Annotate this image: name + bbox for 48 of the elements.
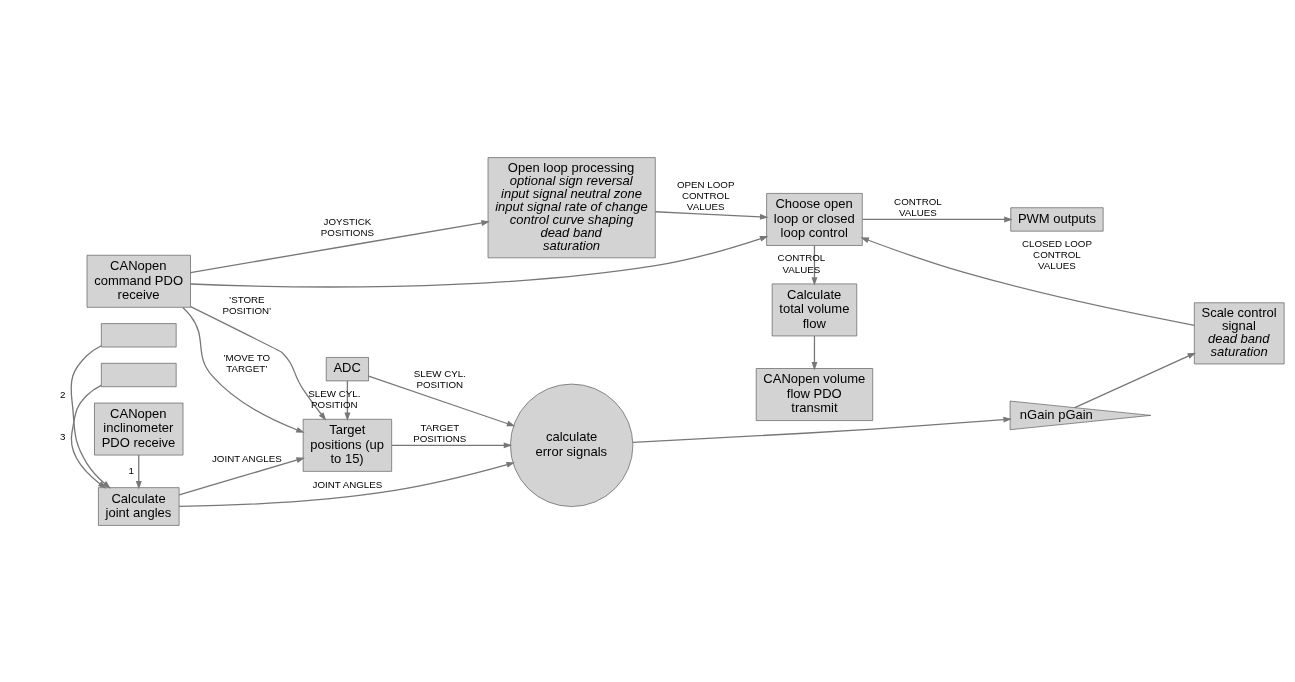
edge-label: CLOSED LOOP CONTROL VALUES — [1022, 237, 1092, 271]
node-circle: calculate error signals — [510, 383, 634, 507]
node-box: ADC — [325, 356, 369, 381]
node-box: PWM outputs — [1010, 206, 1104, 231]
arrow — [811, 244, 818, 286]
node-box: Choose open loop or closed loop control — [766, 192, 863, 246]
edge-label: JOYSTICK POSITIONS — [320, 215, 374, 238]
node-box: Scale control signal dead band saturation — [1194, 301, 1285, 364]
arrow — [189, 235, 769, 288]
arrow — [190, 305, 327, 421]
edge-label: CONTROL VALUES — [777, 251, 826, 274]
arrow — [135, 453, 142, 490]
arrow — [70, 344, 111, 489]
edge-label: JOINT ANGLES — [211, 452, 282, 464]
edge-label: OPEN LOOP CONTROL VALUES — [677, 178, 735, 212]
edge-label: SLEW CYL. POSITION — [413, 367, 466, 390]
edge-label: ’STORE POSITION’ — [222, 293, 272, 316]
node-box — [101, 362, 177, 387]
arrow — [811, 334, 818, 370]
arrow — [344, 379, 351, 421]
arrow — [632, 416, 1012, 443]
node-box: Open loop processing optional sign reversal input signal neutral zone input signal rate of change control curve shaping dead band saturation — [487, 156, 656, 258]
arrow — [654, 210, 769, 220]
node-box — [101, 322, 177, 347]
edge-label: 2 — [59, 388, 66, 400]
arrow — [189, 219, 490, 273]
node-box: CANopen inclinometer PDO receive — [94, 402, 184, 455]
edge-label: CONTROL VALUES — [894, 195, 942, 218]
node-box: Calculate total volume flow — [771, 283, 858, 336]
arrow — [367, 375, 516, 426]
arrow — [861, 215, 1013, 222]
node-box: Calculate joint angles — [98, 486, 180, 526]
edge-label: SLEW CYL. POSITION — [308, 387, 361, 410]
arrow — [182, 306, 305, 433]
arrow — [860, 236, 1195, 326]
arrow — [391, 441, 513, 448]
edge-label: 1 — [128, 464, 134, 476]
arrow — [178, 456, 305, 495]
edge-label: 3 — [59, 430, 66, 442]
edge-label: ’MOVE TO TARGET’ — [223, 351, 271, 374]
arrow — [70, 384, 107, 489]
arrow — [1074, 352, 1197, 408]
arrow — [178, 461, 515, 507]
node-box: CANopen volume flow PDO transmit — [755, 367, 874, 421]
node-box: CANopen command PDO receive — [86, 254, 191, 308]
node-box: Target positions (up to 15) — [302, 418, 392, 472]
edge-label: JOINT ANGLES — [312, 478, 383, 490]
edge-label: TARGET POSITIONS — [413, 421, 467, 444]
